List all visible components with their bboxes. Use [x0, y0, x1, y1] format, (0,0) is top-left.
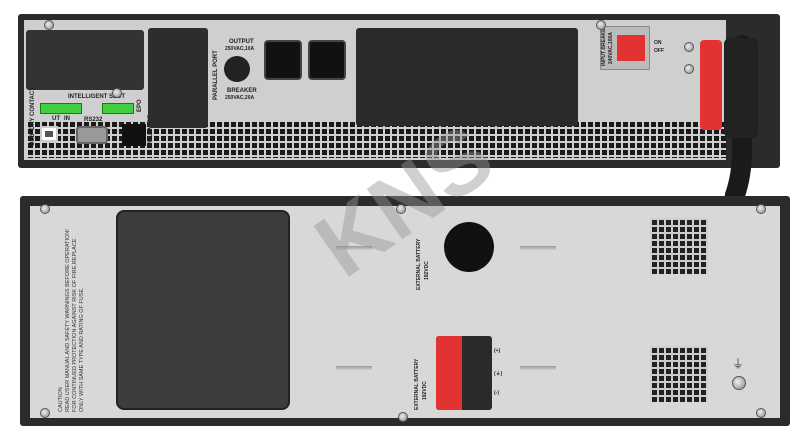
external-battery-label: EXTERNAL BATTERY [414, 358, 420, 410]
out-label: UT [52, 116, 60, 122]
output-outlet-2[interactable] [308, 40, 346, 80]
screw [44, 20, 54, 30]
input-breaker-switch[interactable] [617, 35, 645, 61]
minus-label: (-) [494, 390, 499, 396]
battery-access-cover [116, 210, 290, 410]
screw [40, 204, 50, 214]
intelligent-slot-cover [26, 30, 144, 90]
in-label: IN [64, 116, 70, 122]
slot [520, 246, 556, 251]
ground-label: (⏚) [494, 371, 503, 377]
on-label: ON [654, 40, 662, 46]
cable-gland [444, 222, 494, 272]
slot [336, 366, 372, 371]
breaker-rating: 250VAC,20A [225, 95, 255, 101]
screw [756, 408, 766, 418]
rs232-label: RS232 [84, 117, 103, 123]
off-label: OFF [654, 48, 664, 54]
screw [398, 412, 408, 422]
battery-compartment [356, 28, 578, 126]
output-label: OUTPUT [229, 39, 254, 45]
caution-line: ONLY WITH SAME TYPE AND RATING OF FUSE. [79, 287, 85, 412]
screw [40, 408, 50, 418]
external-battery-connector[interactable] [436, 336, 492, 410]
vent-grille [650, 218, 708, 274]
caution-line: READ USER MANUAL AND SAFETY WARNINGS BEF… [65, 229, 71, 412]
screw [684, 42, 694, 52]
breaker-button[interactable] [224, 56, 250, 82]
output-outlet-1[interactable] [264, 40, 302, 80]
screw [596, 20, 606, 30]
screw [756, 204, 766, 214]
usb-port[interactable] [40, 126, 58, 142]
dry-contact-terminal[interactable] [40, 103, 82, 114]
screw [112, 88, 122, 98]
pdu-port[interactable] [122, 124, 146, 146]
epo-terminal[interactable] [102, 103, 134, 114]
slot [520, 366, 556, 371]
screw [396, 204, 406, 214]
external-battery-voltage: 192VDC [424, 261, 430, 280]
caution-notice: CAUTION READ USER MANUAL AND SAFETY WARN… [58, 229, 86, 412]
input-socket [700, 40, 722, 130]
ground-symbol-icon: ⏚ [732, 357, 745, 371]
slot [336, 246, 372, 251]
caution-title: CAUTION [58, 387, 64, 412]
parallel-port-cover [148, 28, 208, 128]
ground-screw [732, 376, 746, 390]
screw [684, 64, 694, 74]
vent-grille [650, 346, 708, 402]
input-breaker-housing [600, 26, 650, 70]
output-rating: 250VAC,10A [225, 46, 255, 52]
caution-line: FOR CONTINUED PROTECTION AGAINST RISK OF… [72, 238, 78, 412]
rs232-port[interactable] [76, 126, 108, 144]
plus-label: (+) [494, 348, 501, 354]
breaker-label: BREAKER [227, 88, 257, 94]
external-battery-voltage: 192VDC [422, 381, 428, 400]
intelligent-slot-label: INTELLIGENT SLOT [68, 94, 125, 100]
